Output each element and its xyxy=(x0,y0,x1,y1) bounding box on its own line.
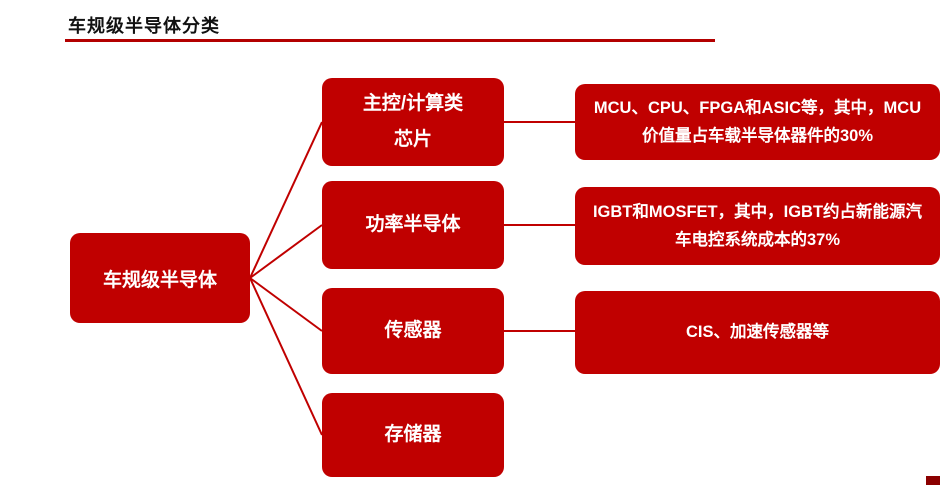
corner-accent xyxy=(926,476,940,485)
detail-text: MCU、CPU、FPGA和ASIC等，其中，MCU价值量占车载半导体器件的30% xyxy=(593,98,922,145)
detail-text: CIS、加速传感器等 xyxy=(685,323,829,342)
root-node-label: 车规级半导体 xyxy=(102,269,217,291)
detail-text: IGBT和MOSFET，其中，IGBT约占新能源汽车电控系统成本的37% xyxy=(592,202,923,249)
page-title: 车规级半导体分类 xyxy=(68,16,220,36)
branch-node-sensor: 传感器 xyxy=(322,288,504,374)
root-node: 车规级半导体 xyxy=(70,233,250,323)
branch-node-power-semiconductor: 功率半导体 xyxy=(322,181,504,269)
title-underline xyxy=(65,39,715,42)
branch-node-label: 传感器 xyxy=(384,319,442,341)
detail-box-main-control-chip: MCU、CPU、FPGA和ASIC等，其中，MCU价值量占车载半导体器件的30% xyxy=(575,84,940,160)
detail-box-sensor: CIS、加速传感器等 xyxy=(575,291,940,374)
detail-box-power-semiconductor: IGBT和MOSFET，其中，IGBT约占新能源汽车电控系统成本的37% xyxy=(575,187,940,265)
branch-node-label: 主控/计算类 xyxy=(362,92,464,114)
branch-node-label-line2: 芯片 xyxy=(393,129,432,150)
branch-node-main-control-chip: 主控/计算类 芯片 xyxy=(322,78,504,166)
branch-node-label: 存储器 xyxy=(384,423,442,445)
branch-node-label: 功率半导体 xyxy=(365,213,461,235)
branch-node-memory: 存储器 xyxy=(322,393,504,477)
